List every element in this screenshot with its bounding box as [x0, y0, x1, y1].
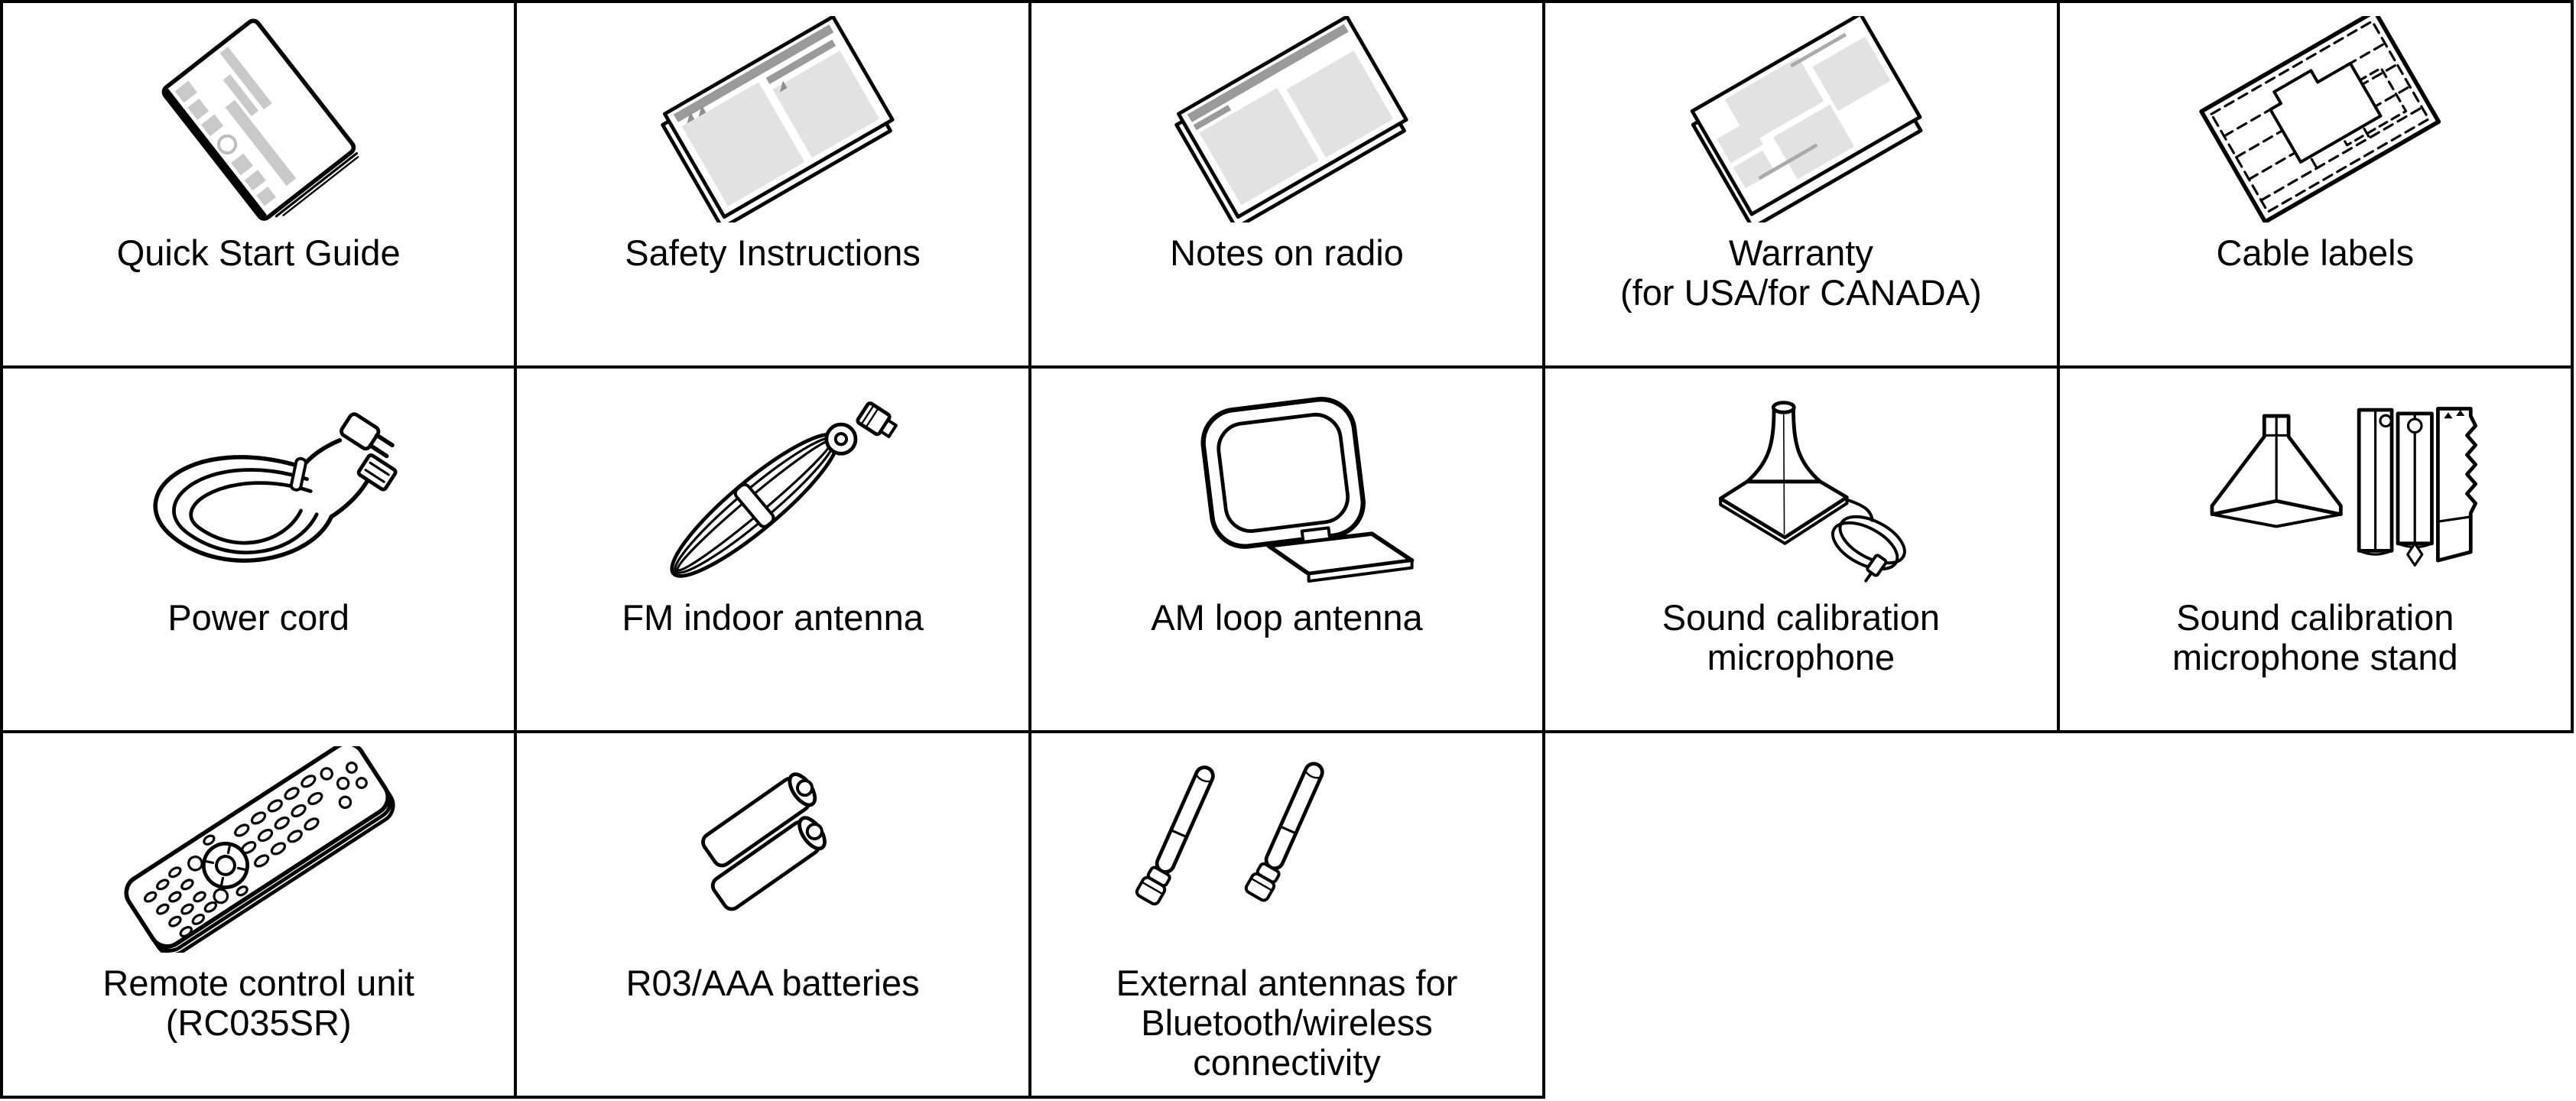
- accessory-illustration: [1117, 381, 1457, 587]
- external-antennas-icon: [1135, 762, 1324, 906]
- cell-sound-calibration-microphone-stand: Sound calibration microphone stand: [2059, 368, 2574, 734]
- accessory-illustration: [1117, 746, 1457, 953]
- accessory-label-line: External antennas for: [1116, 963, 1458, 1004]
- cell-quick-start-guide: Quick Start Guide: [3, 3, 518, 369]
- quick-start-guide-icon: [161, 18, 359, 221]
- accessory-label-line: microphone: [1707, 637, 1895, 678]
- accessory-illustration: [603, 746, 943, 953]
- r03-aaa-batteries-icon: [700, 772, 827, 911]
- accessory-label-line: (for USA/for CANADA): [1620, 271, 1982, 313]
- accessory-label: Power cord: [3, 598, 514, 638]
- cell-safety-instructions: Safety Instructions: [517, 3, 1031, 369]
- cell-power-cord: Power cord: [3, 368, 518, 734]
- accessory-label-line: (RC035SR): [165, 1002, 352, 1044]
- accessory-label-line: Safety Instructions: [625, 232, 921, 273]
- accessory-label-line: Quick Start Guide: [116, 232, 401, 273]
- accessory-label: Sound calibration microphone: [1545, 598, 2056, 677]
- cell-notes-on-radio: Notes on radio: [1031, 3, 1546, 369]
- accessory-illustration: [89, 745, 429, 953]
- accessory-illustration: [603, 381, 943, 587]
- cable-labels-icon: [2199, 15, 2441, 222]
- accessory-illustration: [2145, 381, 2485, 587]
- accessory-label: FM indoor antenna: [517, 598, 1028, 638]
- cell-fm-indoor-antenna: FM indoor antenna: [517, 368, 1031, 734]
- accessory-illustration: [603, 15, 943, 222]
- cell-sound-calibration-microphone: Sound calibration microphone: [1545, 368, 2060, 734]
- accessory-illustration: [1631, 15, 1971, 222]
- accessory-illustration: [2145, 15, 2485, 222]
- notes-on-radio-icon: [1174, 15, 1408, 222]
- fm-indoor-antenna-icon: [670, 401, 898, 578]
- accessory-illustration: [89, 381, 429, 587]
- accessory-label-line: Notes on radio: [1170, 232, 1404, 273]
- am-loop-antenna-icon: [1200, 397, 1415, 583]
- sound-calibration-microphone-stand-icon: [2210, 407, 2477, 567]
- accessory-label: Notes on radio: [1031, 232, 1542, 273]
- cell-am-loop-antenna: AM loop antenna: [1031, 368, 1546, 734]
- accessory-label-line: AM loop antenna: [1151, 597, 1423, 638]
- accessory-illustration: [1631, 381, 1971, 587]
- cell-remote-control-unit: Remote control unit (RC035SR): [3, 733, 518, 1099]
- accessory-label: AM loop antenna: [1031, 598, 1542, 638]
- warranty-icon: [1691, 15, 1923, 222]
- accessory-label-line: microphone stand: [2172, 637, 2458, 678]
- accessory-label: Warranty (for USA/for CANADA): [1545, 232, 2056, 313]
- cell-warranty: Warranty (for USA/for CANADA): [1545, 3, 2060, 369]
- cell-cable-labels: Cable labels: [2059, 3, 2574, 369]
- accessory-label-line: FM indoor antenna: [622, 597, 924, 638]
- accessory-label: R03/AAA batteries: [517, 963, 1028, 1003]
- sound-calibration-microphone-icon: [1719, 401, 1907, 583]
- cell-external-antennas: External antennas for Bluetooth/wireless…: [1031, 733, 1546, 1099]
- accessory-label: Remote control unit (RC035SR): [3, 963, 514, 1043]
- accessory-label-line: connectivity: [1193, 1042, 1381, 1083]
- accessory-illustration: [89, 16, 429, 222]
- accessory-label-line: Sound calibration: [2176, 597, 2454, 638]
- accessory-label-line: Remote control unit: [102, 963, 414, 1004]
- accessory-label: Sound calibration microphone stand: [2060, 598, 2571, 677]
- accessory-label: Safety Instructions: [517, 232, 1028, 273]
- accessory-illustration: [1117, 15, 1457, 222]
- accessory-label: External antennas for Bluetooth/wireless…: [1031, 963, 1542, 1083]
- accessory-label-line: R03/AAA batteries: [625, 963, 920, 1004]
- accessory-label-line: Power cord: [167, 597, 350, 638]
- accessory-label-line: Bluetooth/wireless: [1141, 1002, 1433, 1044]
- cell-r03-aaa-batteries: R03/AAA batteries: [517, 733, 1031, 1099]
- accessory-label-line: Cable labels: [2216, 232, 2415, 273]
- accessory-label-line: Warranty: [1728, 232, 1873, 273]
- power-cord-icon: [153, 412, 398, 563]
- remote-control-unit-icon: [124, 745, 395, 953]
- safety-instructions-icon: [660, 15, 895, 222]
- accessory-label-line: Sound calibration: [1662, 597, 1940, 638]
- accessory-label: Cable labels: [2060, 232, 2571, 273]
- accessory-label: Quick Start Guide: [3, 232, 514, 273]
